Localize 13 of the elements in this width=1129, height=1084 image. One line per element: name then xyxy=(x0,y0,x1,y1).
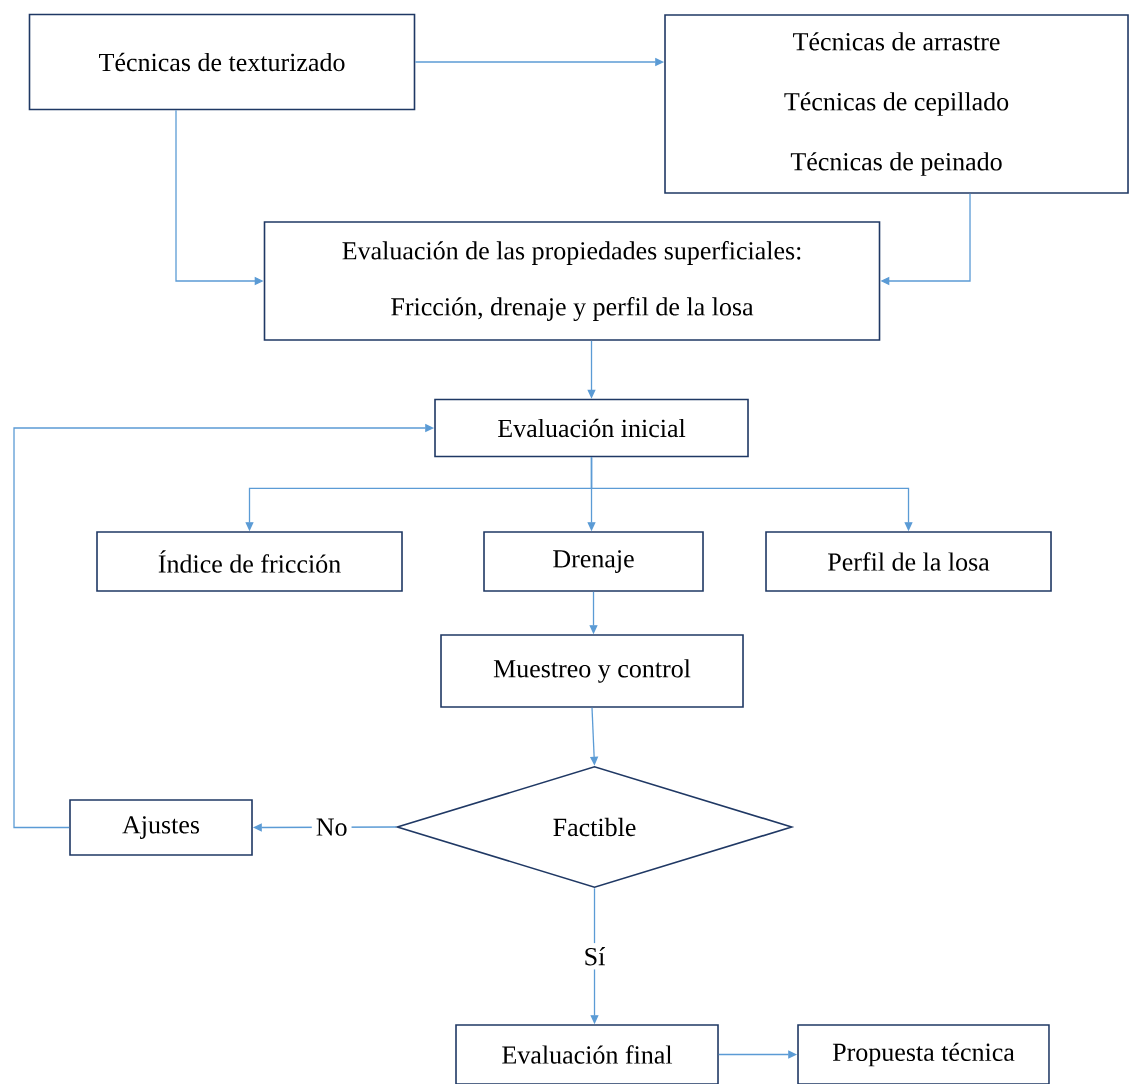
process-box: Drenaje xyxy=(483,531,704,592)
process-box: Evaluación de las propiedades superficiales: Fricción, drenaje y perfil de la losa xyxy=(263,221,881,341)
process-box: Índice de fricción xyxy=(96,531,403,592)
process-box: Técnicas de texturizado xyxy=(28,13,416,111)
process-box: Evaluación final xyxy=(455,1024,719,1084)
edge-label: No xyxy=(311,814,352,840)
process-box: Propuesta técnica xyxy=(797,1024,1050,1084)
process-box: Muestreo y control xyxy=(440,634,744,708)
process-box: Perfil de la losa xyxy=(765,531,1052,592)
process-box: Ajustes xyxy=(69,799,253,856)
edge-label: Sí xyxy=(579,943,610,970)
process-box: Evaluación inicial xyxy=(434,398,749,458)
process-box: Técnicas de arrastre Técnicas de cepillado Técnicas de peinado xyxy=(664,14,1129,194)
